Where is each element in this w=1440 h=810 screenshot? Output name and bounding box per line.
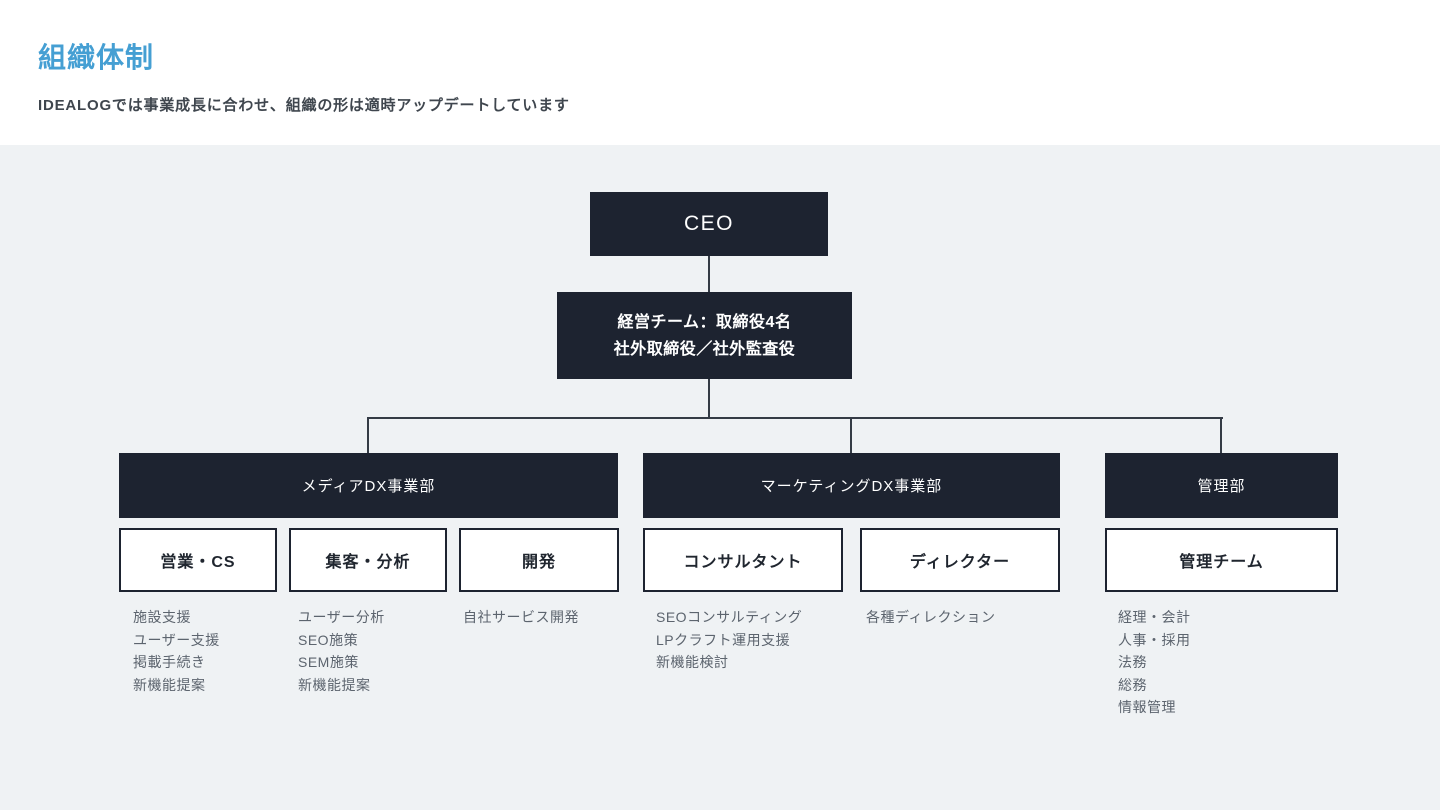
duty-item: SEO施策 xyxy=(298,631,359,648)
team-box-acquisition-analysis: 集客・分析 xyxy=(289,528,447,592)
duty-item: 施設支援 xyxy=(133,609,191,625)
page-title: 組織体制 xyxy=(38,42,155,73)
duty-item: 新機能提案 xyxy=(133,676,206,693)
duty-item: 新機能提案 xyxy=(298,676,371,693)
duty-item: LPクラフト運用支援 xyxy=(656,631,791,648)
duty-item: ユーザー支援 xyxy=(133,631,220,648)
duty-list-acquisition-analysis: ユーザー分析 SEO施策 SEM施策 新機能提案 xyxy=(298,606,385,696)
duty-item: SEOコンサルティング xyxy=(656,609,803,625)
board-box: 経営チーム：取締役4名 社外取締役／社外監査役 xyxy=(557,292,852,379)
connector-branch-horizontal xyxy=(367,417,1223,419)
duty-item: 掲載手続き xyxy=(133,654,206,670)
team-box-director: ディレクター xyxy=(860,528,1060,592)
duty-item: 経理・会計 xyxy=(1118,609,1191,625)
team-label: 管理チーム xyxy=(1179,554,1264,571)
ceo-label: CEO xyxy=(683,212,734,235)
duty-item: 法務 xyxy=(1118,654,1147,670)
team-box-admin-team: 管理チーム xyxy=(1105,528,1338,592)
team-label: コンサルタント xyxy=(683,554,803,571)
team-label: 集客・分析 xyxy=(325,554,411,571)
duty-item: 新機能検討 xyxy=(656,654,729,670)
board-line-1: 経営チーム：取締役4名 xyxy=(617,313,792,331)
team-box-sales-cs: 営業・CS xyxy=(119,528,277,592)
duty-item: 総務 xyxy=(1118,676,1147,693)
connector-drop-marketing-dx xyxy=(850,417,852,453)
duty-item: 人事・採用 xyxy=(1118,631,1191,648)
duty-item: 各種ディレクション xyxy=(866,609,996,625)
duty-item: 自社サービス開発 xyxy=(463,609,579,625)
duty-item: ユーザー分析 xyxy=(298,609,385,625)
duty-list-admin-team: 経理・会計 人事・採用 法務 総務 情報管理 xyxy=(1118,606,1191,719)
team-label: 営業・CS xyxy=(160,554,236,571)
dept-box-marketing-dx: マーケティングDX事業部 xyxy=(643,453,1060,518)
duty-list-development: 自社サービス開発 xyxy=(463,606,579,629)
connector-ceo-board xyxy=(708,256,710,292)
team-label: ディレクター xyxy=(909,554,1011,571)
connector-board-to-branch xyxy=(708,379,710,419)
team-box-development: 開発 xyxy=(459,528,619,592)
org-chart-panel: CEO 経営チーム：取締役4名 社外取締役／社外監査役 メディアDX事業部 マー… xyxy=(0,145,1440,810)
team-label: 開発 xyxy=(521,554,556,571)
dept-label: 管理部 xyxy=(1197,478,1246,495)
duty-list-consultant: SEOコンサルティング LPクラフト運用支援 新機能検討 xyxy=(656,606,802,674)
page-subtitle: IDEALOGでは事業成長に合わせ、組織の形は適時アップデートしています xyxy=(38,97,570,114)
dept-box-admin: 管理部 xyxy=(1105,453,1338,518)
duty-list-sales-cs: 施設支援 ユーザー支援 掲載手続き 新機能提案 xyxy=(133,606,220,696)
duty-item: SEM施策 xyxy=(298,654,359,670)
connector-drop-admin xyxy=(1220,417,1222,453)
duty-list-director: 各種ディレクション xyxy=(866,606,996,629)
dept-label: マーケティングDX事業部 xyxy=(760,478,943,495)
board-line-2: 社外取締役／社外監査役 xyxy=(613,340,796,358)
dept-box-media-dx: メディアDX事業部 xyxy=(119,453,618,518)
dept-label: メディアDX事業部 xyxy=(301,478,436,495)
ceo-box: CEO xyxy=(590,192,828,256)
duty-item: 情報管理 xyxy=(1118,699,1176,715)
team-box-consultant: コンサルタント xyxy=(643,528,843,592)
connector-drop-media-dx xyxy=(367,417,369,453)
